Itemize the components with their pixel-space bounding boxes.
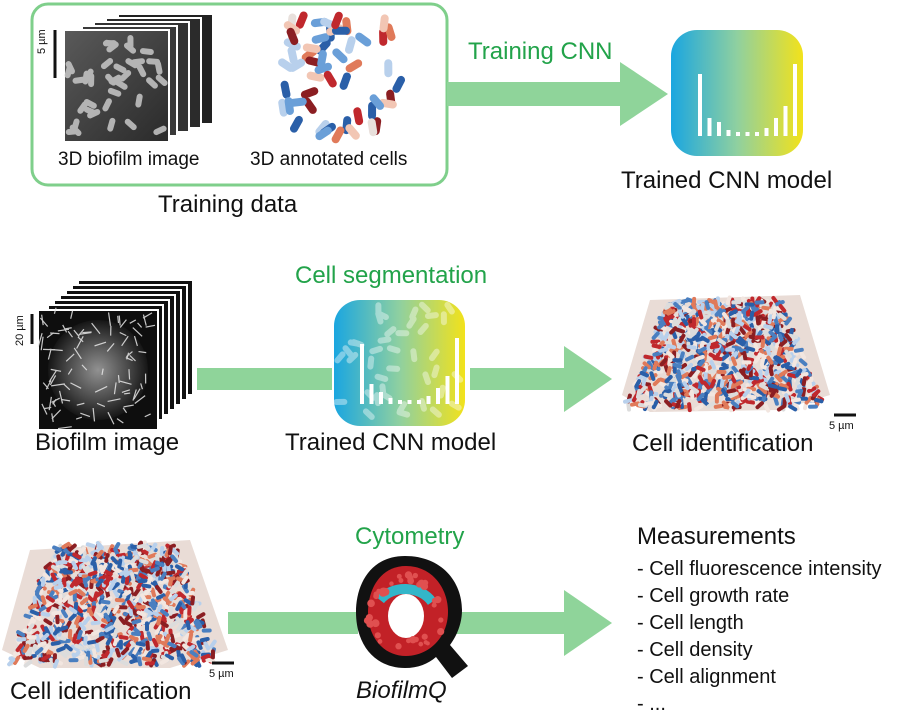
biofilmq-label: BiofilmQ: [356, 677, 447, 705]
measurements-list: - Cell fluorescence intensity - Cell gro…: [637, 556, 882, 718]
cnn-model-icon-segmentation: [333, 300, 465, 426]
scale-label-row3: 5 µm: [209, 668, 234, 680]
segmented-biofilm-3d: [622, 295, 830, 413]
cnn-model-icon: [671, 30, 803, 156]
cell-identification-label-row3: Cell identification: [10, 678, 191, 706]
biofilm-image-label-row2: Biofilm image: [35, 429, 179, 457]
training-cnn-label: Training CNN: [468, 38, 612, 66]
measurement-item: - Cell fluorescence intensity: [637, 556, 882, 583]
biofilmq-logo: [356, 556, 468, 678]
annotated-cells-image: [276, 10, 408, 144]
measurement-item: - Cell alignment: [637, 664, 882, 691]
scale-label: 5 µm: [36, 29, 48, 54]
annotated-cells-label: 3D annotated cells: [250, 149, 407, 171]
cytometry-arrow-right: [456, 590, 612, 656]
measurement-item: - Cell growth rate: [637, 583, 882, 610]
segmentation-arrow-right: [470, 346, 612, 412]
measurements-title: Measurements: [637, 523, 796, 551]
measurement-item: - ...: [637, 691, 882, 718]
training-arrow: [447, 62, 668, 126]
cytometry-arrow-left: [228, 612, 358, 634]
cell-segmentation-label: Cell segmentation: [295, 262, 487, 290]
trained-model-label: Trained CNN model: [621, 167, 832, 195]
scale-label-row2: 20 µm: [14, 315, 26, 346]
cytometry-label: Cytometry: [355, 523, 464, 551]
biofilm-image-label: 3D biofilm image: [58, 149, 200, 171]
measurement-item: - Cell density: [637, 637, 882, 664]
trained-model-label-row2: Trained CNN model: [285, 429, 496, 457]
measurement-item: - Cell length: [637, 610, 882, 637]
biofilm-confocal-stack: [38, 280, 193, 430]
segmentation-arrow-left: [197, 368, 332, 390]
scale-label-row2-right: 5 µm: [829, 420, 854, 432]
training-data-label: Training data: [158, 191, 297, 219]
biofilm-image-stack: [64, 14, 213, 142]
segmented-biofilm-3d-row3: [2, 540, 228, 669]
cell-identification-label-row2: Cell identification: [632, 430, 813, 458]
